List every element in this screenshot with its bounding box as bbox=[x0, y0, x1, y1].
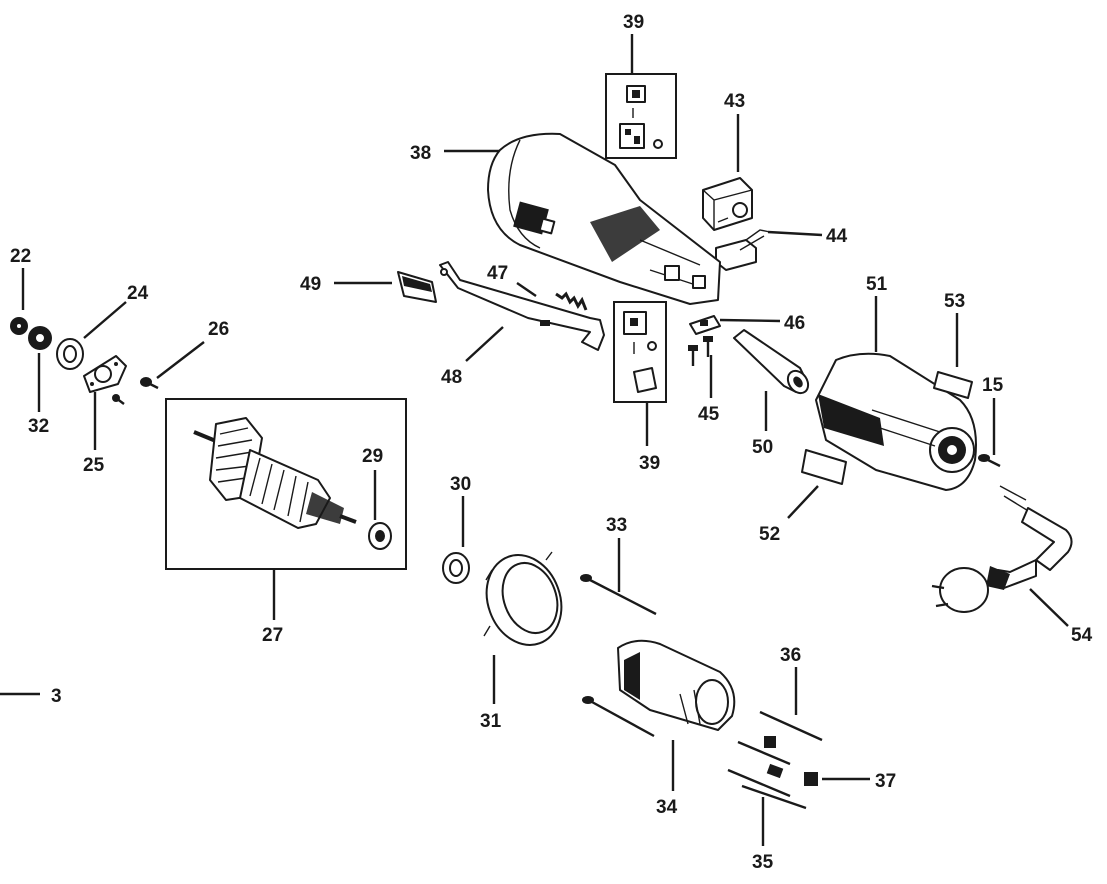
label-27: 27 bbox=[262, 625, 283, 646]
label-52: 52 bbox=[759, 524, 780, 545]
label-35: 35 bbox=[752, 852, 774, 873]
label-36: 36 bbox=[780, 645, 801, 666]
part-52-label bbox=[801, 449, 847, 485]
part-46-brush-holder bbox=[689, 315, 721, 335]
label-34: 34 bbox=[656, 797, 678, 818]
part-32-pinion bbox=[28, 326, 52, 350]
label-24: 24 bbox=[127, 283, 149, 304]
label-30: 30 bbox=[450, 474, 471, 495]
part-27-armature bbox=[193, 417, 357, 529]
part-31-fan-baffle bbox=[483, 551, 563, 646]
label-22: 22 bbox=[10, 246, 31, 267]
label-43: 43 bbox=[724, 91, 745, 112]
part-26-screw bbox=[140, 377, 159, 390]
part-50-cord-sleeve bbox=[733, 329, 810, 395]
part-30-bearing bbox=[442, 552, 470, 584]
armature-detail-frame bbox=[165, 398, 407, 570]
label-29: 29 bbox=[362, 446, 383, 467]
part-38-housing bbox=[487, 132, 721, 305]
part-33-screw bbox=[580, 574, 657, 616]
label-44: 44 bbox=[826, 226, 848, 247]
leader-lines bbox=[0, 34, 1069, 846]
part-24-bearing bbox=[56, 338, 84, 370]
label-26: 26 bbox=[208, 319, 229, 340]
label-46: 46 bbox=[784, 313, 805, 334]
part-49-vent-cap bbox=[397, 271, 437, 303]
label-33: 33 bbox=[606, 515, 627, 536]
label-37: 37 bbox=[875, 771, 896, 792]
part-29-bearing bbox=[368, 522, 392, 550]
label-50: 50 bbox=[752, 437, 773, 458]
label-15: 15 bbox=[982, 375, 1004, 396]
label-32: 32 bbox=[28, 416, 49, 437]
part-35-brushes bbox=[727, 768, 807, 810]
part-15-screw bbox=[978, 454, 1001, 468]
label-3: 3 bbox=[51, 686, 62, 707]
part-54-power-cord bbox=[931, 485, 1073, 613]
label-38: 38 bbox=[410, 143, 431, 164]
switch-detail-frame-top bbox=[605, 73, 677, 159]
label-49: 49 bbox=[300, 274, 321, 295]
part-25-bearing-plate bbox=[83, 355, 127, 405]
label-54: 54 bbox=[1071, 625, 1093, 646]
part-37-connectors bbox=[766, 763, 818, 786]
label-47: 47 bbox=[487, 263, 508, 284]
label-53: 53 bbox=[944, 291, 965, 312]
part-39-switch-mid bbox=[623, 311, 657, 393]
part-53-label bbox=[933, 371, 973, 399]
part-47-spring bbox=[555, 291, 588, 311]
part-36-brush-leads bbox=[737, 710, 823, 766]
label-45: 45 bbox=[698, 404, 720, 425]
switch-detail-frame-mid bbox=[613, 301, 667, 403]
label-39-top: 39 bbox=[623, 12, 644, 33]
label-39-mid: 39 bbox=[639, 453, 660, 474]
label-31: 31 bbox=[480, 711, 502, 732]
label-51: 51 bbox=[866, 274, 888, 295]
label-25: 25 bbox=[83, 455, 105, 476]
part-22-nut bbox=[10, 317, 28, 335]
label-48: 48 bbox=[441, 367, 462, 388]
part-43-switch bbox=[702, 177, 753, 231]
part-34-stator bbox=[582, 639, 736, 738]
part-48-switch-rod bbox=[439, 261, 605, 351]
part-39-switch-top bbox=[619, 85, 663, 149]
part-45-screws bbox=[688, 336, 713, 366]
part-44-terminal bbox=[715, 229, 771, 271]
